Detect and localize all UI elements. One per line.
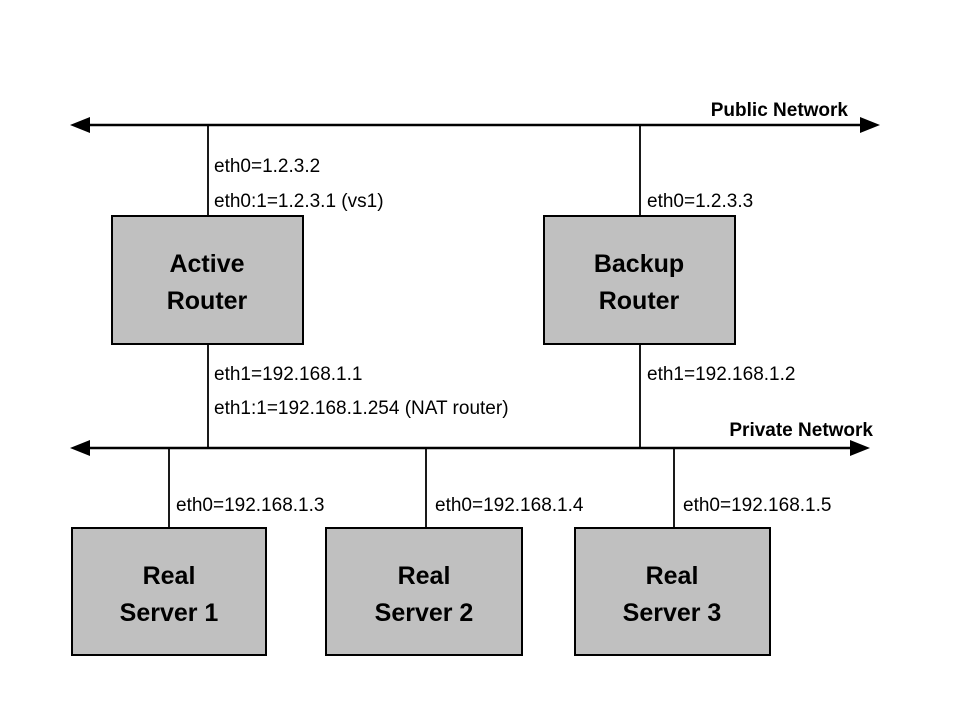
private-bus-right-arrow-icon: [850, 440, 870, 456]
active-router-box: [111, 215, 304, 345]
active-router-public-iface-1: eth0:1=1.2.3.1 (vs1): [214, 191, 384, 212]
active-router-public-iface-0: eth0=1.2.3.2: [214, 156, 320, 177]
real-server-3-label-line1: Real: [646, 562, 699, 590]
real-server-3-box: [574, 527, 771, 656]
backup-router-label-line1: Backup: [594, 250, 684, 278]
node-real-server-2: Real Server 2: [325, 527, 523, 656]
public-network-bus: Public Network: [70, 100, 880, 133]
private-network-label: Private Network: [729, 420, 873, 441]
public-bus-left-arrow-icon: [70, 117, 90, 133]
real-server-2-iface: eth0=192.168.1.4: [435, 495, 584, 516]
backup-router-box: [543, 215, 736, 345]
node-real-server-3: Real Server 3: [574, 527, 771, 656]
private-bus-left-arrow-icon: [70, 440, 90, 456]
active-router-private-iface-1: eth1:1=192.168.1.254 (NAT router): [214, 398, 509, 419]
private-network-bus: Private Network: [70, 420, 873, 456]
real-server-2-box: [325, 527, 523, 656]
backup-router-private-iface-0: eth1=192.168.1.2: [647, 364, 795, 385]
real-server-2-label-line1: Real: [398, 562, 451, 590]
node-backup-router: Backup Router: [543, 215, 736, 345]
real-server-1-box: [71, 527, 267, 656]
real-server-3-iface: eth0=192.168.1.5: [683, 495, 831, 516]
active-router-label-line2: Router: [167, 287, 248, 315]
real-server-1-label-line2: Server 1: [120, 599, 219, 627]
real-server-1-label-line1: Real: [143, 562, 196, 590]
active-router-private-iface-0: eth1=192.168.1.1: [214, 364, 362, 385]
real-server-2-label-line2: Server 2: [375, 599, 474, 627]
public-network-label: Public Network: [711, 100, 849, 121]
node-active-router: Active Router: [111, 215, 304, 345]
real-server-1-iface: eth0=192.168.1.3: [176, 495, 324, 516]
node-real-server-1: Real Server 1: [71, 527, 267, 656]
backup-router-public-iface-0: eth0=1.2.3.3: [647, 191, 753, 212]
real-server-3-label-line2: Server 3: [623, 599, 722, 627]
public-bus-right-arrow-icon: [860, 117, 880, 133]
backup-router-label-line2: Router: [599, 287, 680, 315]
active-router-label-line1: Active: [169, 250, 244, 278]
